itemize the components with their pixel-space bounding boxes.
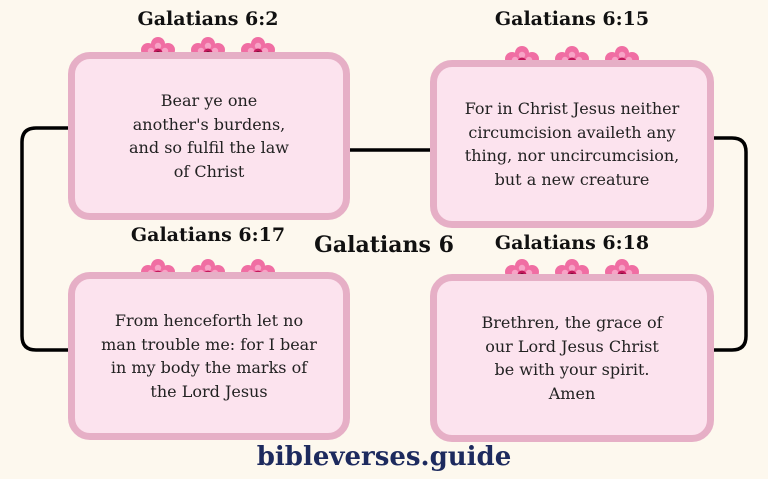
verse-card-3: From henceforth let no man trouble me: f…	[68, 272, 350, 440]
verse-reference-1: Galatians 6:2	[137, 8, 279, 30]
verse-card-1: Bear ye one another's burdens, and so fu…	[68, 52, 350, 220]
site-footer: bibleverses.guide	[256, 442, 512, 472]
verse-reference-3: Galatians 6:17	[130, 224, 286, 246]
verse-reference-4: Galatians 6:18	[494, 232, 650, 254]
verse-card-4: Brethren, the grace of our Lord Jesus Ch…	[430, 274, 714, 442]
verse-card-2: For in Christ Jesus neither circumcision…	[430, 60, 714, 228]
verse-text-2: For in Christ Jesus neither circumcision…	[464, 99, 680, 189]
verse-text-3: From henceforth let no man trouble me: f…	[101, 311, 317, 401]
connector-right	[712, 136, 748, 352]
verse-text-1: Bear ye one another's burdens, and so fu…	[129, 91, 289, 181]
verse-reference-2: Galatians 6:15	[494, 8, 650, 30]
diagram-title: Galatians 6	[314, 232, 454, 258]
verse-text-4: Brethren, the grace of our Lord Jesus Ch…	[481, 313, 663, 403]
connector-left	[20, 126, 68, 352]
